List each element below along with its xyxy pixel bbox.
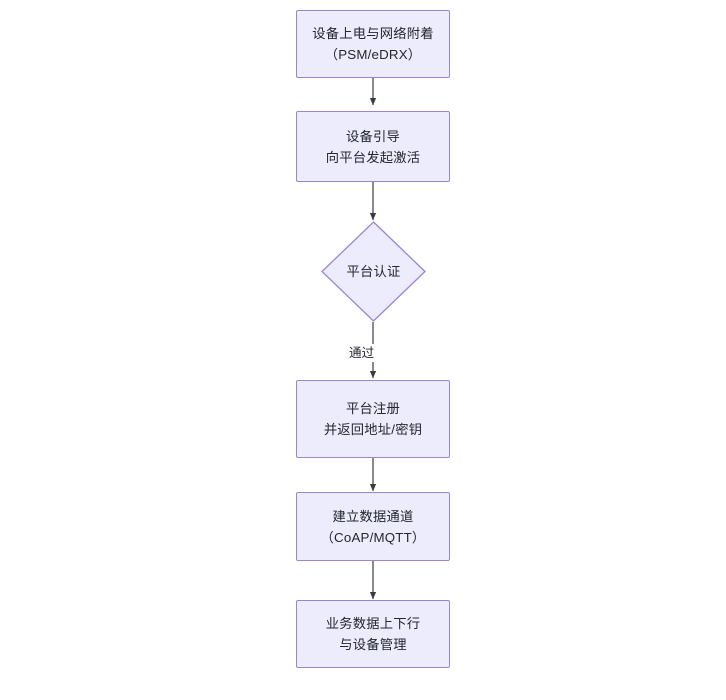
node-data-channel[interactable]: 建立数据通道 （CoAP/MQTT） (296, 492, 450, 561)
node-platform-register[interactable]: 平台注册 并返回地址/密钥 (296, 380, 450, 458)
node-business-data[interactable]: 业务数据上下行 与设备管理 (296, 600, 450, 668)
node-data-channel-label: 建立数据通道 （CoAP/MQTT） (320, 508, 426, 545)
node-power-on-label: 设备上电与网络附着 （PSM/eDRX） (312, 26, 434, 62)
node-business-data-label: 业务数据上下行 与设备管理 (325, 616, 421, 652)
node-bootstrap[interactable]: 设备引导 向平台发起激活 (296, 111, 450, 182)
node-platform-auth[interactable]: 平台认证 (321, 221, 426, 322)
node-power-on[interactable]: 设备上电与网络附着 （PSM/eDRX） (296, 10, 450, 78)
diamond-shape (321, 221, 426, 322)
node-bootstrap-label: 设备引导 向平台发起激活 (325, 128, 421, 165)
edge-label-pass: 通过 (347, 344, 377, 362)
node-platform-register-label: 平台注册 并返回地址/密钥 (323, 401, 423, 437)
node-platform-auth-label: 平台认证 (346, 264, 401, 279)
